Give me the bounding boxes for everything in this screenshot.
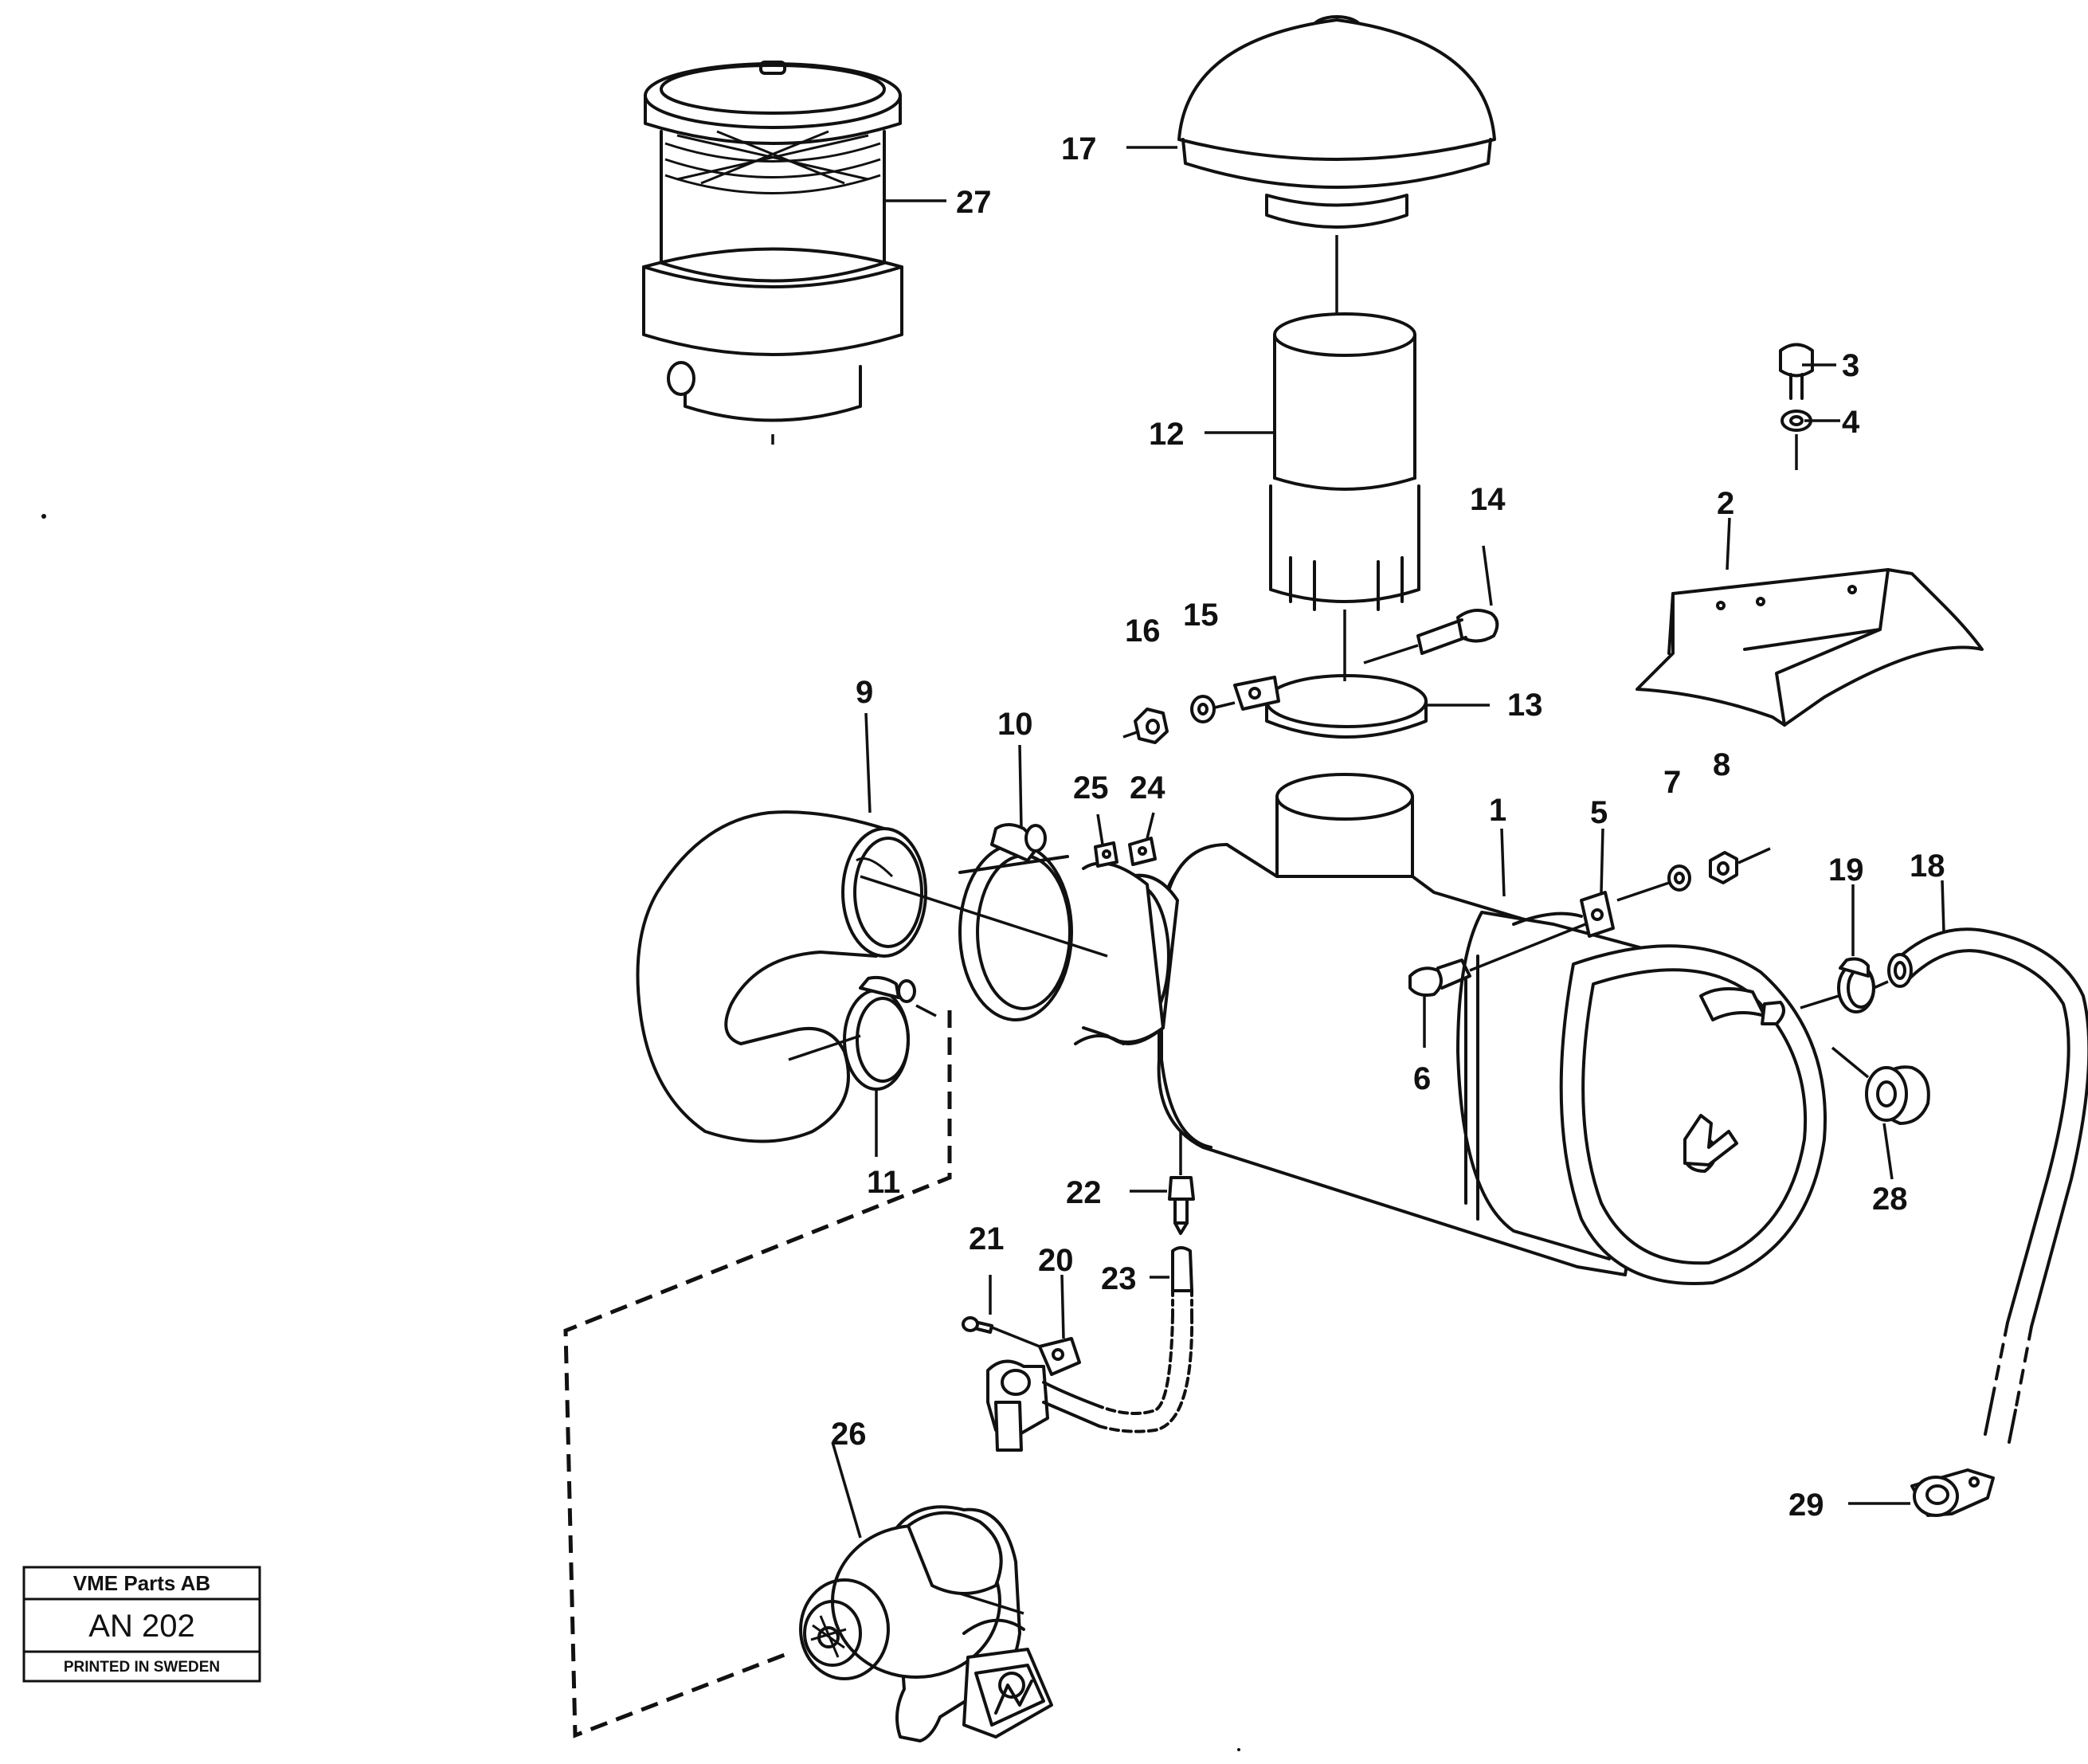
callout-leaders (864, 146, 1945, 1505)
callout-14: 14 (1470, 482, 1506, 517)
callout-4: 4 (1842, 405, 1860, 440)
callout-20: 20 (1038, 1243, 1074, 1278)
hose-18 (1887, 927, 2088, 1444)
callout-21: 21 (969, 1221, 1005, 1256)
callout-6: 6 (1413, 1061, 1431, 1096)
callout-12: 12 (1149, 417, 1185, 452)
callout-15: 15 (1183, 598, 1219, 633)
clip-25 (1094, 813, 1118, 868)
callout-27: 27 (956, 185, 992, 220)
callout-26: 26 (831, 1417, 867, 1452)
grommet-28 (1831, 1046, 1930, 1125)
callout-13: 13 (1507, 688, 1543, 723)
hose-clamp-10 (958, 823, 1073, 1021)
scan-dot (1237, 1748, 1240, 1751)
callout-19: 19 (1828, 853, 1864, 888)
clip-24 (1128, 812, 1157, 866)
sensor-20 (986, 1337, 1101, 1452)
callout-5: 5 (1590, 795, 1608, 830)
callout-labels: 1 2 3 4 5 6 7 8 9 10 11 12 13 14 15 16 1… (831, 131, 1945, 1523)
connector-sleeve (1074, 861, 1179, 1045)
scan-dot (41, 514, 46, 519)
title-block-company: VME Parts AB (73, 1571, 210, 1595)
bracket-2 (1636, 568, 1984, 727)
callout-22: 22 (1066, 1175, 1102, 1210)
screw-21 (962, 1275, 1040, 1348)
clamp-13 (1233, 674, 1428, 739)
callout-7: 7 (1663, 765, 1681, 800)
title-block: VME Parts AB AN 202 PRINTED IN SWEDEN (22, 1566, 261, 1683)
inlet-pipe-12 (1269, 312, 1420, 681)
callout-23: 23 (1101, 1261, 1137, 1296)
callout-24: 24 (1130, 770, 1165, 806)
hose-23 (1098, 1246, 1194, 1433)
rain-cap-17 (1177, 15, 1496, 339)
dashed-routing-line (563, 1010, 952, 1739)
callout-28: 28 (1872, 1182, 1908, 1217)
title-block-printed: PRINTED IN SWEDEN (64, 1659, 220, 1676)
turbocharger-26 (799, 1441, 1053, 1742)
callout-1: 1 (1489, 793, 1506, 828)
callout-8: 8 (1713, 747, 1730, 782)
callout-17: 17 (1061, 131, 1097, 167)
bolt-6 (1408, 923, 1586, 1048)
nipple-22 (1168, 1131, 1195, 1235)
callout-9: 9 (856, 675, 873, 710)
washer-7-nut-8 (1616, 847, 1771, 902)
clamp-19 (1800, 957, 1889, 1013)
washer-15-nut-16 (1122, 695, 1236, 744)
pre-cleaner-27 (642, 61, 903, 445)
intake-hose-9 (636, 810, 927, 1143)
callout-3: 3 (1842, 348, 1859, 383)
callout-11: 11 (867, 1165, 900, 1200)
callout-29: 29 (1788, 1488, 1824, 1523)
clip-29 (1910, 1468, 1995, 1517)
callout-10: 10 (997, 707, 1033, 742)
air-cleaner-body-1 (1157, 773, 1827, 1285)
callout-18: 18 (1910, 849, 1945, 884)
callout-16: 16 (1125, 613, 1161, 649)
callout-2: 2 (1717, 486, 1734, 521)
title-block-code: AN 202 (88, 1609, 194, 1644)
clamp-5 (1512, 891, 1615, 938)
bolt-14 (1363, 609, 1499, 664)
bolt-3-washer-4 (1779, 343, 1814, 470)
callout-25: 25 (1073, 770, 1109, 806)
